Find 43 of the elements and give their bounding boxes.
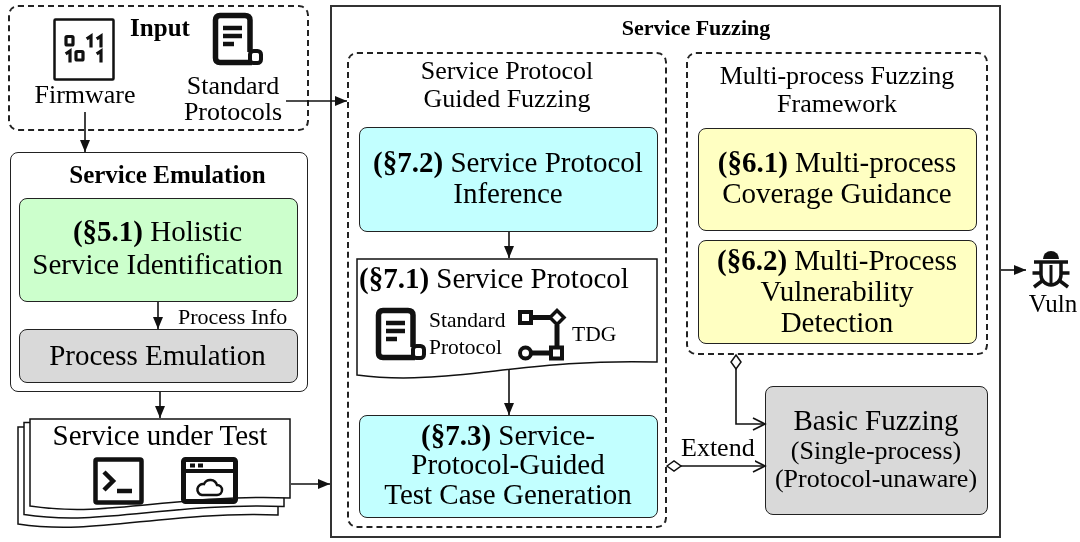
arrow bbox=[666, 459, 766, 473]
arrow bbox=[504, 369, 514, 416]
icon-label: Vuln bbox=[1027, 290, 1079, 318]
icon-label: Firmware bbox=[33, 80, 137, 110]
input-panel bbox=[8, 5, 309, 131]
document-title: (§7.1) Service Protocol bbox=[359, 262, 629, 295]
panel-title: Service Emulation bbox=[68, 160, 267, 189]
arrow bbox=[290, 479, 331, 489]
document-title: Service under Test bbox=[51, 419, 269, 452]
process-box bbox=[359, 415, 658, 518]
process-box bbox=[18, 197, 298, 302]
section-panel bbox=[10, 152, 308, 392]
box-label: (§7.3) Service- Protocol-Guided Test Case Generation bbox=[383, 420, 633, 511]
box-label: (Protocol-unaware) bbox=[773, 463, 979, 493]
box-label: (§6.2) Multi-Process Vulnerability Detection bbox=[715, 244, 958, 339]
icon-label: Standard Protocols bbox=[182, 73, 284, 125]
arrow bbox=[730, 354, 766, 431]
arrow bbox=[285, 96, 348, 106]
panel-title: Multi-process Fuzzing Framework bbox=[718, 62, 956, 119]
panel-title: Service Protocol Guided Fuzzing bbox=[419, 57, 595, 114]
process-box bbox=[18, 328, 298, 383]
arrow bbox=[153, 301, 163, 330]
process-box bbox=[698, 240, 977, 344]
icon-label: Standard Protocol bbox=[429, 307, 506, 361]
process-box bbox=[698, 128, 977, 231]
arrow bbox=[504, 231, 514, 259]
panel-title: Service Fuzzing bbox=[620, 16, 772, 41]
group-panel bbox=[347, 52, 667, 528]
process-box bbox=[359, 127, 658, 232]
box-label: (§7.2) Service Protocol Inference bbox=[372, 146, 644, 211]
box-label: (§5.1) Holistic Service Identification bbox=[31, 215, 284, 282]
group-panel bbox=[686, 52, 988, 355]
process-box bbox=[765, 386, 988, 515]
section-panel bbox=[330, 5, 1001, 538]
box-label: (Single-process) bbox=[789, 435, 963, 465]
arrow bbox=[155, 391, 165, 419]
box-label: Process Emulation bbox=[48, 339, 267, 372]
panel-title: Input bbox=[129, 14, 191, 42]
icon-label: TDG bbox=[572, 322, 617, 347]
box-title: Basic Fuzzing bbox=[792, 403, 960, 436]
arrow bbox=[1000, 265, 1027, 275]
arrow bbox=[80, 111, 90, 153]
box-label: (§6.1) Multi-process Coverage Guidance bbox=[716, 146, 958, 210]
